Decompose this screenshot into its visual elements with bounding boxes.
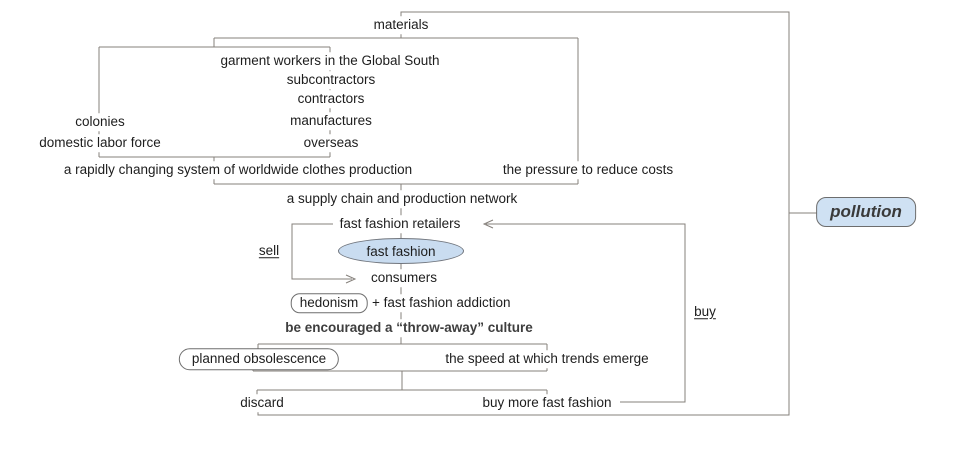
- arrowhead-to-consumers: [345, 274, 357, 284]
- arrowhead-to-retailers: [482, 219, 494, 229]
- node-addiction: + fast fashion addiction: [369, 294, 514, 312]
- node-consumers: consumers: [367, 269, 441, 287]
- node-trend-speed: the speed at which trends emerge: [442, 350, 652, 368]
- node-pressure: the pressure to reduce costs: [499, 161, 677, 179]
- node-discard: discard: [237, 394, 287, 412]
- pollution-label: pollution: [830, 202, 902, 221]
- node-planned-obsolescence: planned obsolescence: [178, 348, 340, 370]
- node-manufactures: manufactures: [287, 112, 375, 130]
- edge-buy-loop: [486, 223, 686, 403]
- node-overseas: overseas: [300, 134, 362, 152]
- node-hedonism: hedonism: [290, 293, 368, 313]
- edge-sell-loop: [291, 223, 352, 280]
- edge-label-sell: sell: [255, 242, 283, 260]
- node-subcontractors: subcontractors: [283, 71, 379, 89]
- node-materials: materials: [370, 16, 432, 34]
- node-rapid-system: a rapidly changing system of worldwide c…: [60, 161, 416, 179]
- fast-fashion-label: fast fashion: [366, 243, 436, 259]
- node-retailers: fast fashion retailers: [336, 215, 464, 233]
- node-buy-more: buy more fast fashion: [479, 394, 615, 412]
- edge-label-buy: buy: [691, 303, 719, 321]
- node-garment-workers: garment workers in the Global South: [217, 52, 443, 70]
- node-fast-fashion: fast fashion: [338, 238, 464, 264]
- node-contractors: contractors: [294, 90, 368, 108]
- node-colonies: colonies: [72, 113, 128, 131]
- node-pollution: pollution: [816, 197, 916, 227]
- node-supply-chain: a supply chain and production network: [283, 190, 521, 208]
- node-throwaway-culture: be encouraged a “throw-away” culture: [282, 319, 536, 337]
- node-domestic-labor-force: domestic labor force: [36, 134, 164, 152]
